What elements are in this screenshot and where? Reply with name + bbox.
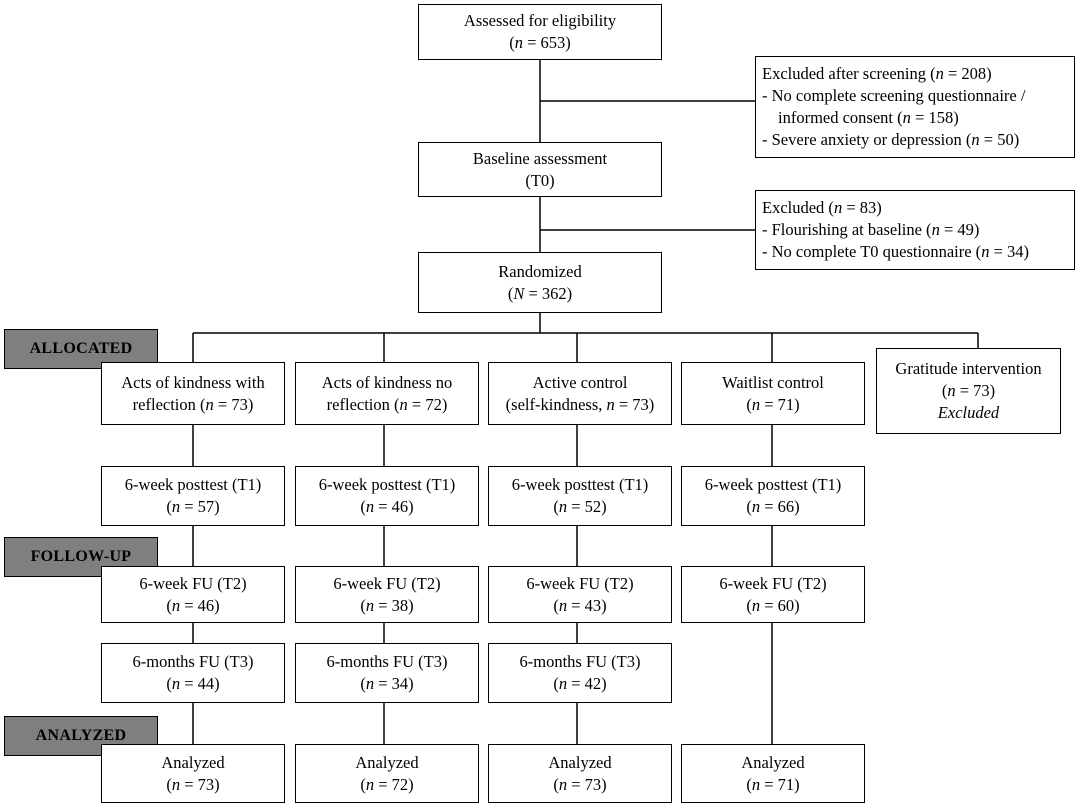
t2-count: (n = 60) (746, 595, 800, 615)
t1-box-group-2: 6-week posttest (T1) (n = 46) (295, 466, 479, 526)
t1-count: (n = 52) (553, 497, 607, 516)
t3-box-group-2: 6-months FU (T3) (n = 34) (295, 643, 479, 703)
excluded-screening-reason-1b: informed consent (n = 158) (778, 108, 959, 127)
t2-box-group-3: 6-week FU (T2) (n = 43) (488, 566, 672, 623)
excluded-baseline-reason-1: - Flourishing at baseline (n = 49) (762, 220, 980, 239)
alloc-line-2: reflection (n = 73) (132, 394, 254, 414)
t1-label: 6-week posttest (T1) (704, 475, 842, 494)
excluded-screening-title: Excluded after screening (n = 208) (762, 64, 992, 83)
gratitude-box: Gratitude intervention (n = 73) Excluded (876, 348, 1061, 434)
t2-box-group-2: 6-week FU (T2) (n = 38) (295, 566, 479, 623)
baseline-box: Baseline assessment (T0) (418, 142, 662, 197)
analyzed-count: (n = 72) (360, 774, 414, 794)
alloc-box-group-3: Active control (self-kindness, n = 73) (488, 362, 672, 425)
gratitude-count: (n = 73) (941, 381, 996, 400)
alloc-line-2: (n = 71) (746, 394, 800, 414)
alloc-box-group-2: Acts of kindness no reflection (n = 72) (295, 362, 479, 425)
analyzed-box-group-4: Analyzed (n = 71) (681, 744, 865, 803)
randomized-label: Randomized (498, 261, 582, 281)
excluded-screening-reason-2: - Severe anxiety or depression (n = 50) (762, 130, 1020, 149)
t3-box-group-3: 6-months FU (T3) (n = 42) (488, 643, 672, 703)
t1-label: 6-week posttest (T1) (511, 475, 649, 494)
t1-label: 6-week posttest (T1) (124, 475, 262, 494)
t3-count: (n = 34) (360, 674, 414, 693)
t3-label: 6-months FU (T3) (519, 652, 641, 671)
t3-label: 6-months FU (T3) (326, 652, 448, 671)
t2-label: 6-week FU (T2) (526, 573, 634, 593)
t3-box-group-1: 6-months FU (T3) (n = 44) (101, 643, 285, 703)
t1-box-group-1: 6-week posttest (T1) (n = 57) (101, 466, 285, 526)
baseline-label: Baseline assessment (472, 148, 608, 168)
assessed-label: Assessed for eligibility (463, 11, 617, 30)
t1-count: (n = 46) (360, 497, 414, 516)
analyzed-count: (n = 73) (166, 774, 220, 794)
analyzed-label: Analyzed (355, 752, 419, 772)
assessed-count: (n = 653) (509, 33, 571, 52)
gratitude-status: Excluded (937, 403, 1000, 422)
analyzed-box-group-2: Analyzed (n = 72) (295, 744, 479, 803)
t1-label: 6-week posttest (T1) (318, 475, 456, 494)
alloc-box-group-1: Acts of kindness with reflection (n = 73… (101, 362, 285, 425)
analyzed-label: Analyzed (161, 752, 225, 772)
analyzed-box-group-3: Analyzed (n = 73) (488, 744, 672, 803)
randomized-box: Randomized (N = 362) (418, 252, 662, 313)
t3-count: (n = 42) (553, 674, 607, 693)
analyzed-label: Analyzed (741, 752, 805, 772)
excluded-baseline-reason-2: - No complete T0 questionnaire (n = 34) (762, 242, 1029, 261)
t1-box-group-3: 6-week posttest (T1) (n = 52) (488, 466, 672, 526)
t2-box-group-1: 6-week FU (T2) (n = 46) (101, 566, 285, 623)
t2-count: (n = 43) (553, 595, 607, 615)
excluded-screening-reason-1a: - No complete screening questionnaire / (762, 86, 1026, 105)
t2-label: 6-week FU (T2) (719, 573, 827, 593)
excluded-baseline-box: Excluded (n = 83) - Flourishing at basel… (755, 190, 1075, 270)
alloc-line-1: Acts of kindness with (121, 372, 265, 392)
t1-count: (n = 57) (166, 497, 220, 516)
t1-count: (n = 66) (746, 497, 800, 516)
analyzed-box-group-1: Analyzed (n = 73) (101, 744, 285, 803)
analyzed-label: Analyzed (548, 752, 612, 772)
assessed-box: Assessed for eligibility (n = 653) (418, 4, 662, 60)
t2-count: (n = 46) (166, 595, 220, 615)
t2-label: 6-week FU (T2) (333, 573, 441, 593)
alloc-line-1: Waitlist control (722, 372, 824, 392)
t2-box-group-4: 6-week FU (T2) (n = 60) (681, 566, 865, 623)
excluded-screening-box: Excluded after screening (n = 208) - No … (755, 56, 1075, 158)
analyzed-count: (n = 71) (746, 774, 800, 794)
gratitude-label: Gratitude intervention (895, 359, 1042, 378)
t3-count: (n = 44) (166, 674, 220, 693)
excluded-baseline-title: Excluded (n = 83) (762, 198, 882, 217)
alloc-line-1: Active control (532, 372, 628, 392)
alloc-line-1: Acts of kindness no (321, 372, 453, 392)
baseline-sub: (T0) (525, 170, 555, 190)
t3-label: 6-months FU (T3) (132, 652, 254, 671)
t2-label: 6-week FU (T2) (139, 573, 247, 593)
alloc-line-2: reflection (n = 72) (326, 394, 448, 414)
randomized-count: (N = 362) (507, 283, 573, 303)
analyzed-count: (n = 73) (553, 774, 607, 794)
alloc-box-group-4: Waitlist control (n = 71) (681, 362, 865, 425)
alloc-line-2: (self-kindness, n = 73) (505, 394, 655, 414)
t1-box-group-4: 6-week posttest (T1) (n = 66) (681, 466, 865, 526)
t2-count: (n = 38) (360, 595, 414, 615)
